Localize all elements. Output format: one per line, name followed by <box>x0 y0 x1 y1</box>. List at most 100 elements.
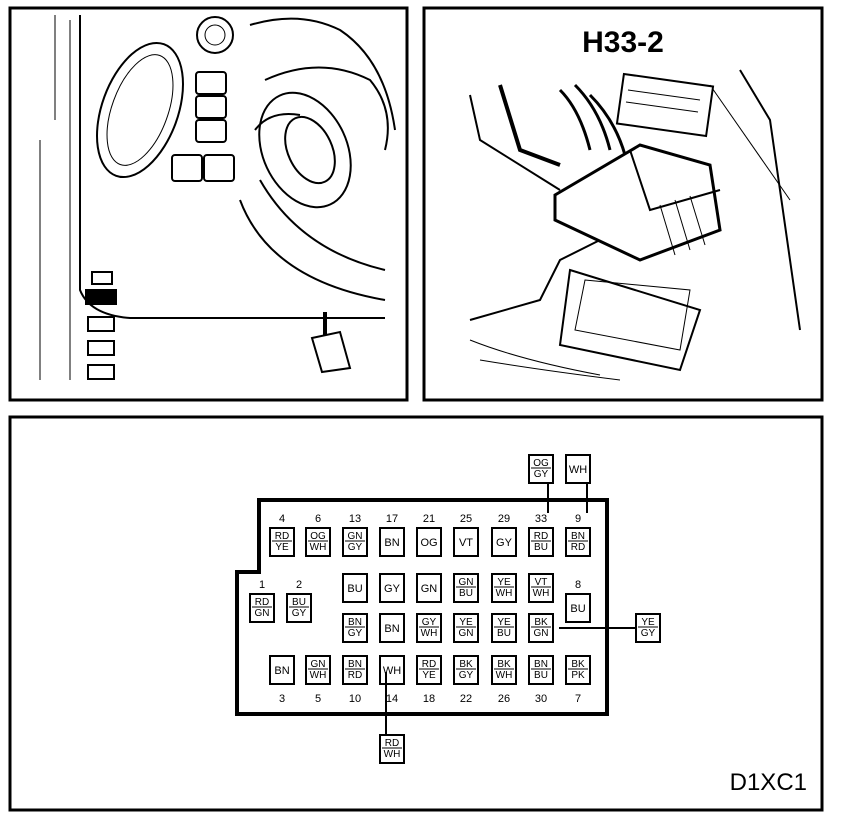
terminal-box <box>342 527 368 557</box>
wire-color-label: BN <box>384 537 399 549</box>
wire-color-label: BU <box>570 603 585 615</box>
wire-color-label: GN <box>459 628 474 639</box>
panel-title: H33-2 <box>582 26 664 59</box>
wire-color-label: BN <box>274 665 289 677</box>
wire-color-label: BN <box>348 659 362 670</box>
wire-color-label: GY <box>292 608 307 619</box>
terminal-box <box>416 655 442 685</box>
wire-color-label: RD <box>348 670 362 681</box>
pin-number: 10 <box>349 693 361 705</box>
pin-terminal: BN 3 <box>269 655 295 705</box>
pin-number: 2 <box>296 579 302 591</box>
wire-color-label: YE <box>497 617 511 628</box>
wire-color-label: GY <box>641 628 656 639</box>
pin-number: 22 <box>460 693 472 705</box>
wire-color-label: OG <box>420 537 437 549</box>
pin-number: 21 <box>423 513 435 525</box>
pin-number: 1 <box>259 579 265 591</box>
splice-terminal: WH <box>565 454 591 484</box>
pin-number: 25 <box>460 513 472 525</box>
wire-color-label: GY <box>534 469 549 480</box>
connector-view-panel: H33-2 <box>422 6 824 402</box>
wire-color-label: BU <box>292 597 306 608</box>
wire-color-label: BU <box>534 670 548 681</box>
terminal-box <box>379 655 405 685</box>
connector-housing <box>235 498 609 716</box>
wire-color-label: YE <box>641 617 655 628</box>
pin-terminal: BU 8 <box>565 579 591 623</box>
wire-color-label: WH <box>421 628 438 639</box>
terminal-box <box>491 613 517 643</box>
wire-color-label: GN <box>311 659 326 670</box>
pin-number: 8 <box>575 579 581 591</box>
terminal-box <box>379 527 405 557</box>
pin-number: 29 <box>498 513 510 525</box>
pin-number: 3 <box>279 693 285 705</box>
pin-number: 13 <box>349 513 361 525</box>
wire-color-label: GY <box>459 670 474 681</box>
terminal-box <box>342 613 368 643</box>
wire-color-label: WH <box>310 542 327 553</box>
terminal-box <box>379 573 405 603</box>
terminal-box <box>305 655 331 685</box>
wire-color-label: RD <box>422 659 436 670</box>
wire-color-label: WH <box>496 670 513 681</box>
terminal-box <box>491 527 517 557</box>
terminal-box <box>249 593 275 623</box>
wire-color-label: OG <box>533 458 549 469</box>
pin-number: 7 <box>575 693 581 705</box>
wire-color-label: GY <box>496 537 513 549</box>
terminal-box <box>453 573 479 603</box>
pin-number: 14 <box>386 693 398 705</box>
pin-number: 18 <box>423 693 435 705</box>
terminal-box <box>342 573 368 603</box>
wire-color-label: GN <box>459 577 474 588</box>
wire-color-label: BU <box>459 588 473 599</box>
terminal-box <box>416 613 442 643</box>
wire-color-label: GN <box>348 531 363 542</box>
pin-number: 5 <box>315 693 321 705</box>
pin-number: 33 <box>535 513 547 525</box>
wire-color-label: YE <box>497 577 511 588</box>
wire-color-label: BK <box>534 617 548 628</box>
terminal-box <box>528 655 554 685</box>
terminal-box <box>528 527 554 557</box>
terminal-box <box>491 655 517 685</box>
terminal-box <box>565 593 591 623</box>
wire-color-label: BU <box>497 628 511 639</box>
wire-color-label: VT <box>459 537 473 549</box>
wire-color-label: GY <box>348 628 363 639</box>
terminal-box <box>453 613 479 643</box>
wire-color-label: GN <box>421 583 438 595</box>
pin-number: 26 <box>498 693 510 705</box>
wire-color-label: WH <box>310 670 327 681</box>
terminal-box <box>269 527 295 557</box>
terminal-box <box>379 734 405 764</box>
wire-color-label: OG <box>310 531 326 542</box>
pin-number: 9 <box>575 513 581 525</box>
wire-color-label: RD <box>255 597 269 608</box>
dashboard-location-panel <box>8 6 409 402</box>
terminal-box <box>565 454 591 484</box>
wire-color-label: YE <box>459 617 473 628</box>
terminal-box <box>453 527 479 557</box>
wire-color-label: BK <box>459 659 473 670</box>
terminal-box <box>379 613 405 643</box>
wire-color-label: RD <box>275 531 289 542</box>
wire-color-label: YE <box>275 542 289 553</box>
